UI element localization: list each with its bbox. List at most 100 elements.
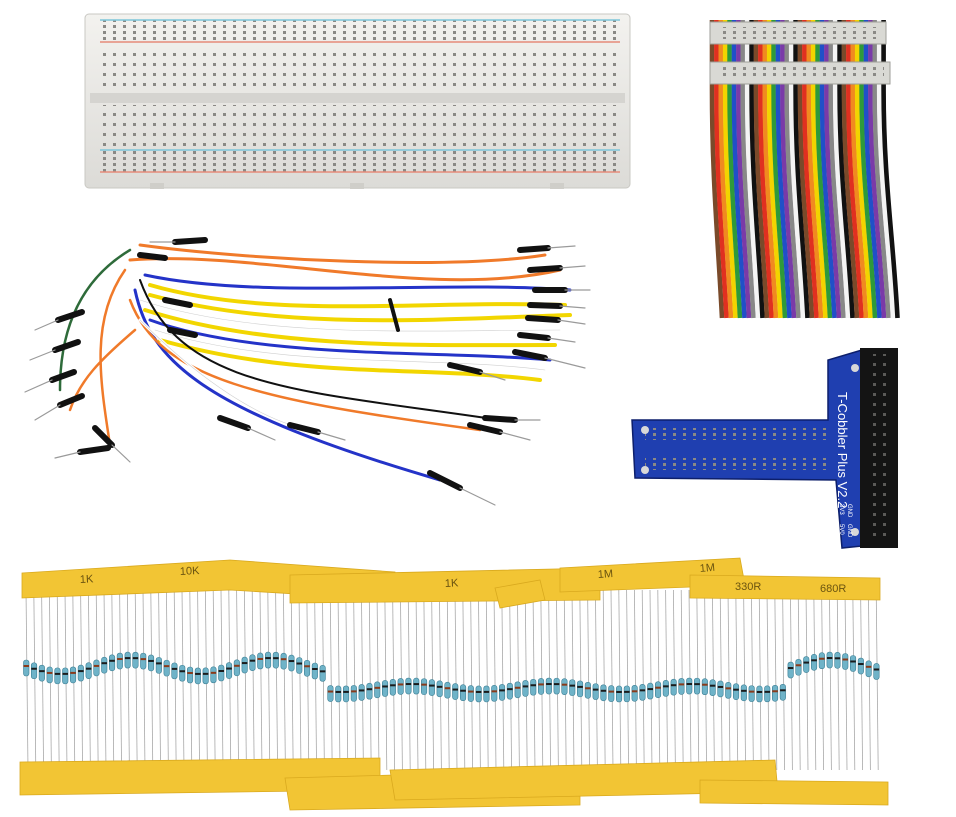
ribbon-stripe <box>793 20 810 319</box>
ribbon-stripe <box>709 20 725 319</box>
resistor-band <box>257 657 263 660</box>
ribbon-stripe <box>837 20 855 319</box>
resistor-band <box>202 672 209 675</box>
resistor-body <box>452 683 459 700</box>
resistor-lead <box>735 589 739 771</box>
resistor-lead <box>127 589 130 771</box>
resistor-lead <box>758 589 762 771</box>
resistor-band <box>468 690 474 693</box>
resistor-band <box>187 672 193 675</box>
ribbon-stripe <box>802 20 819 319</box>
tape-label: 10K <box>180 565 201 578</box>
resistor-body <box>608 685 615 702</box>
ribbon-stripe <box>731 20 747 319</box>
ribbon-cable <box>709 20 900 319</box>
resistor-lead <box>236 589 239 771</box>
resistor-band <box>748 690 755 693</box>
resistor-lead <box>95 589 99 771</box>
resistor-lead <box>454 589 458 771</box>
resistor-lead <box>329 589 333 771</box>
resistor-body <box>654 681 662 698</box>
resistor-band <box>811 659 817 662</box>
resistor-body <box>865 660 872 678</box>
resistor-band <box>764 690 770 693</box>
ribbon-stripe <box>727 20 743 319</box>
resistor-body <box>873 663 880 680</box>
resistor-body <box>194 667 201 685</box>
resistor-band <box>803 661 809 664</box>
resistor-body <box>740 684 747 702</box>
resistor-band <box>280 658 287 661</box>
ribbon-stripe <box>854 20 873 319</box>
resistor-band <box>475 690 482 693</box>
resistor-lead <box>618 589 622 771</box>
resistor-body <box>218 664 225 682</box>
resistor-band <box>31 667 37 670</box>
resistor-body <box>62 667 69 685</box>
resistor-body <box>397 678 404 695</box>
resistor-lead <box>501 589 505 771</box>
resistor-lead <box>595 589 598 771</box>
resistor-body <box>303 659 311 677</box>
resistor-body <box>444 681 451 699</box>
resistor-body <box>623 685 630 703</box>
resistor-band <box>865 665 872 668</box>
resistor-lead <box>829 589 832 771</box>
ribbon-stripe <box>872 20 891 319</box>
resistor-band <box>436 685 443 688</box>
ribbon-stripe <box>863 20 882 319</box>
resistor-band <box>819 657 825 660</box>
resistor-body <box>327 685 334 702</box>
ribbon-stripe <box>749 20 765 319</box>
cobbler-pin-label: GND <box>846 524 852 538</box>
resistor-body <box>124 651 131 669</box>
resistor-band <box>39 670 45 673</box>
resistor-body <box>257 652 264 670</box>
resistor-body <box>670 678 677 696</box>
ribbon-stripe <box>828 20 846 319</box>
resistor-lead <box>361 589 364 771</box>
resistor-body <box>319 665 326 682</box>
resistor-band <box>834 657 841 660</box>
breadboard <box>84 13 631 189</box>
resistor-lead <box>774 589 778 771</box>
resistor-band <box>397 683 404 686</box>
resistor-body <box>459 684 467 702</box>
resistor-band <box>561 683 568 686</box>
ribbon-stripe <box>744 20 761 319</box>
resistor-body <box>678 678 685 695</box>
resistor-body <box>249 654 256 671</box>
resistor-body <box>491 685 498 702</box>
resistor-band <box>70 671 76 674</box>
resistor-band <box>577 685 583 688</box>
resistor-body <box>530 678 537 696</box>
resistor-body <box>842 653 849 670</box>
resistor-body <box>498 684 506 701</box>
resistor-band <box>616 690 622 693</box>
resistor-body <box>187 666 194 684</box>
resistor-lead <box>579 589 583 771</box>
resistor-lead <box>509 589 512 771</box>
ribbon-stripe <box>859 20 878 319</box>
resistor-band <box>460 689 466 692</box>
resistor-band <box>124 657 131 660</box>
resistor-band <box>249 659 256 662</box>
resistor-lead <box>103 589 107 771</box>
resistor-lead <box>33 589 37 771</box>
resistor-band <box>631 690 638 693</box>
resistor-body <box>701 678 708 696</box>
resistor-band <box>265 657 271 660</box>
resistor-band <box>670 684 677 687</box>
resistor-lead <box>337 589 341 771</box>
resistor-bodies <box>23 651 880 703</box>
resistor-band <box>366 688 373 691</box>
resistor-band <box>156 662 162 665</box>
resistor-lead <box>485 589 489 771</box>
resistor-body <box>413 677 420 695</box>
resistor-body <box>748 685 755 702</box>
ribbon-stripe <box>850 20 869 319</box>
resistor-lead <box>587 589 590 771</box>
resistor-lead <box>493 589 497 771</box>
resistor-body <box>140 652 147 670</box>
ribbon-stripe <box>788 20 806 319</box>
